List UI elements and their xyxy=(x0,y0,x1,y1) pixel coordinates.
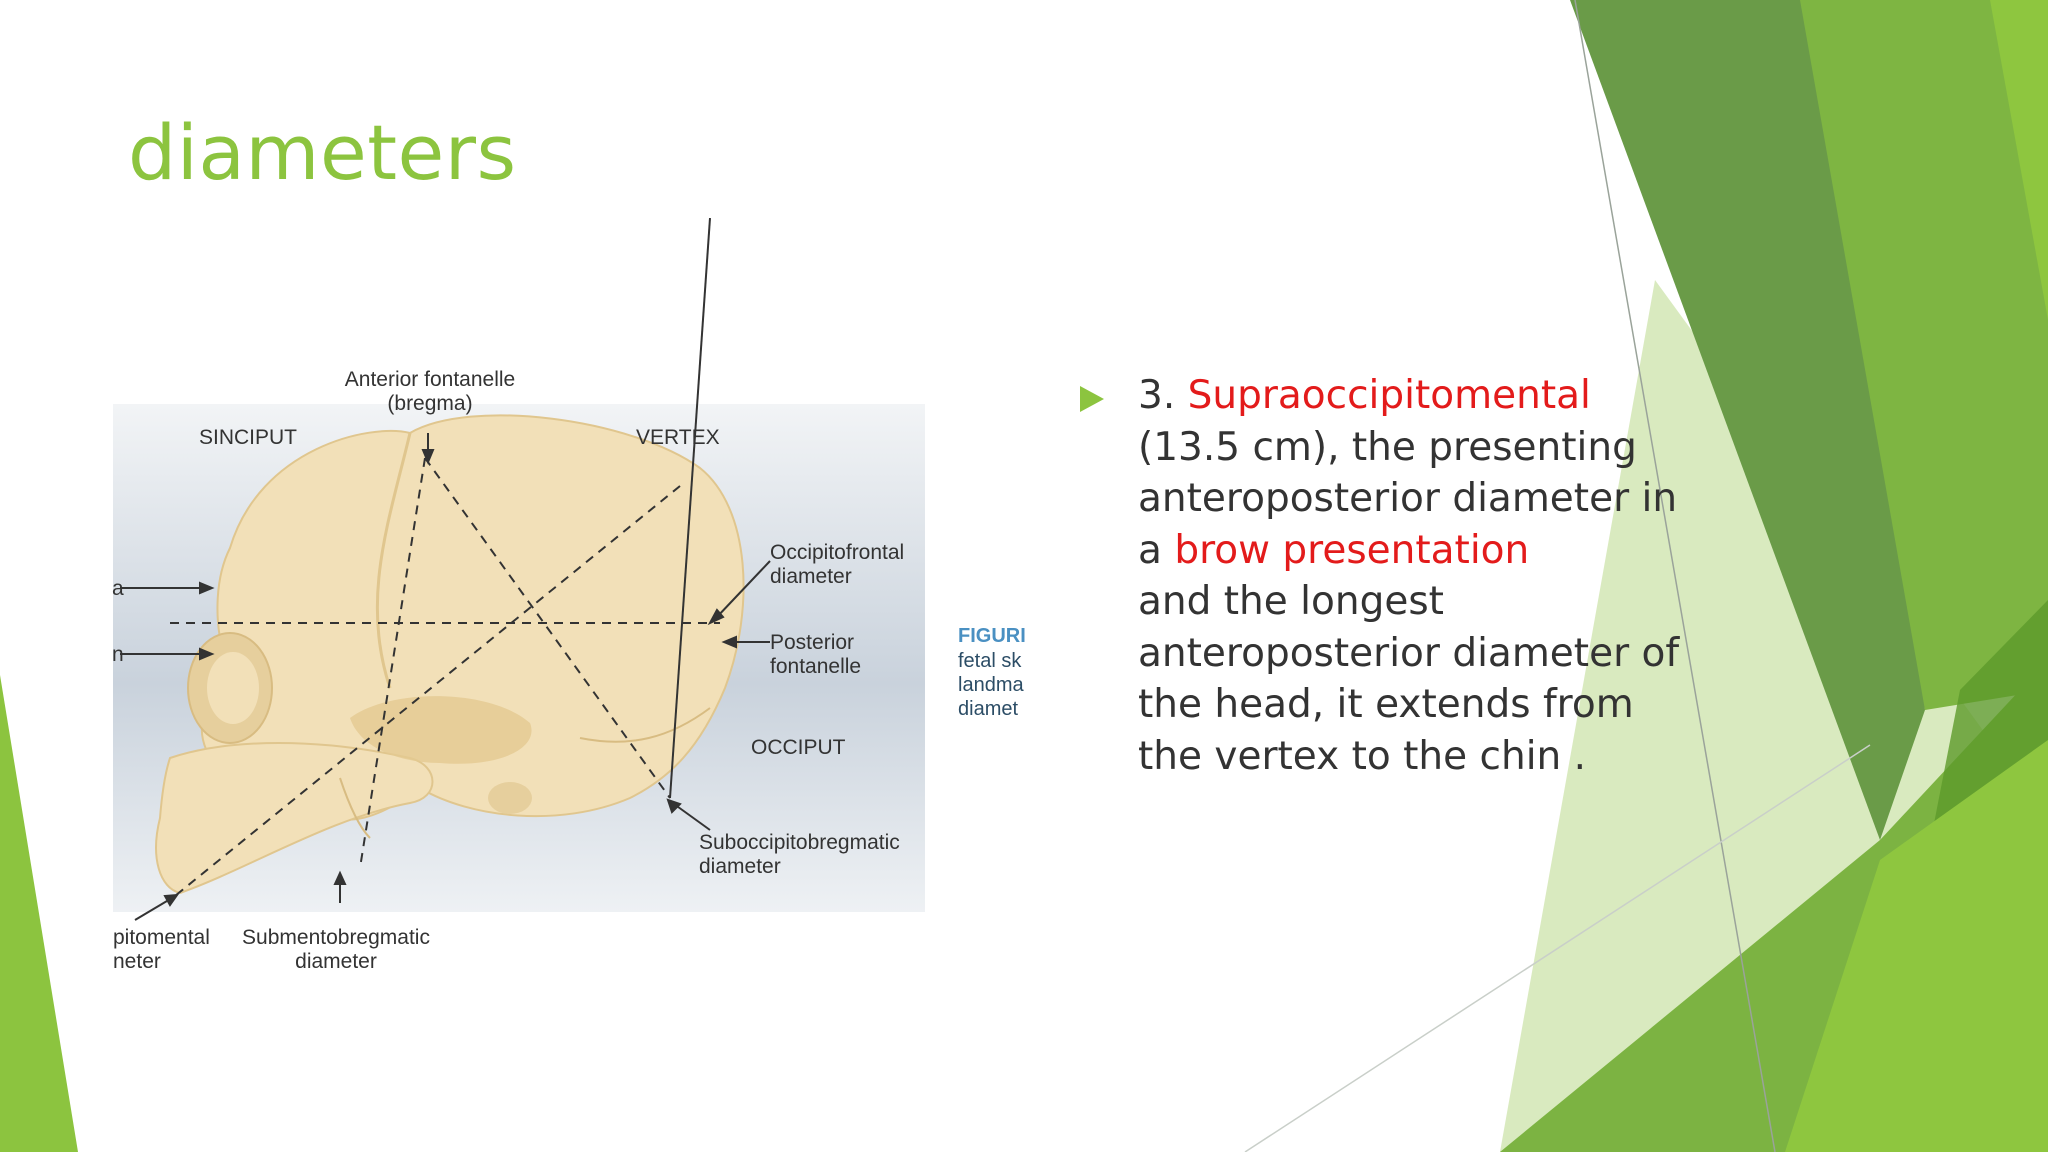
term-supraoccipitomental: Supraoccipitomental xyxy=(1187,373,1591,418)
label-occipitofrontal-diameter: diameter xyxy=(770,565,852,588)
bullet-arrow-icon xyxy=(1080,386,1104,412)
diameter-lines xyxy=(169,457,720,901)
bullet-body-1: (13.5 cm), the presenting anteroposterio… xyxy=(1138,424,1678,573)
label-occiput: OCCIPUT xyxy=(751,736,846,759)
label-occipitofrontal: Occipitofrontal xyxy=(770,541,904,564)
label-submentobregmatic: Submentobregmatic xyxy=(242,926,430,949)
label-vertex: VERTEX xyxy=(636,426,720,449)
label-suboccipitobregmatic-diameter: diameter xyxy=(699,855,781,878)
figure-caption-line-2: fetal sk xyxy=(958,650,1022,672)
right-mid-green-panel xyxy=(1800,0,2048,710)
bullet-body-2: and the longest anteroposterior diameter… xyxy=(1138,579,1680,779)
label-left-n: n xyxy=(112,643,124,666)
thin-diagonal-line-2 xyxy=(1244,744,1871,1152)
figure-caption-line-4: diamet xyxy=(958,698,1018,720)
right-bright-green-strip xyxy=(1990,0,2048,320)
fetal-skull-figure: Anterior fontanelle (bregma) SINCIPUT VE… xyxy=(112,218,1026,973)
label-supraoccipitomental-diameter-cut: neter xyxy=(113,950,161,973)
label-supraoccipitomental-cut: pitomental xyxy=(113,926,210,949)
label-submentobregmatic-diameter: diameter xyxy=(295,950,377,973)
bullet-text: 3. Supraoccipitomental (13.5 cm), the pre… xyxy=(1138,370,1698,782)
label-posterior: Posterior xyxy=(770,631,854,654)
left-green-accent xyxy=(0,675,78,1152)
right-bottom-bright-green xyxy=(1785,740,2048,1152)
skull-illustration xyxy=(155,414,745,895)
label-bregma: (bregma) xyxy=(387,392,472,415)
label-arrows xyxy=(120,218,771,921)
thin-diagonal-line-1 xyxy=(1574,0,1776,1152)
bullet-number: 3. xyxy=(1138,373,1176,418)
figure-caption-line-3: landma xyxy=(958,674,1024,696)
slide-title: diameters xyxy=(128,108,517,197)
term-brow-presentation: brow presentation xyxy=(1174,527,1530,573)
label-anterior-fontanelle: Anterior fontanelle xyxy=(345,368,515,391)
label-left-a: a xyxy=(112,577,124,600)
label-sinciput: SINCIPUT xyxy=(199,426,297,449)
figure-caption-heading: FIGURI xyxy=(958,625,1026,647)
label-fontanelle: fontanelle xyxy=(770,655,861,678)
label-suboccipitobregmatic: Suboccipitobregmatic xyxy=(699,831,900,854)
right-light-green-band xyxy=(1500,280,1990,1152)
right-dark-green-panel xyxy=(1570,0,1925,840)
